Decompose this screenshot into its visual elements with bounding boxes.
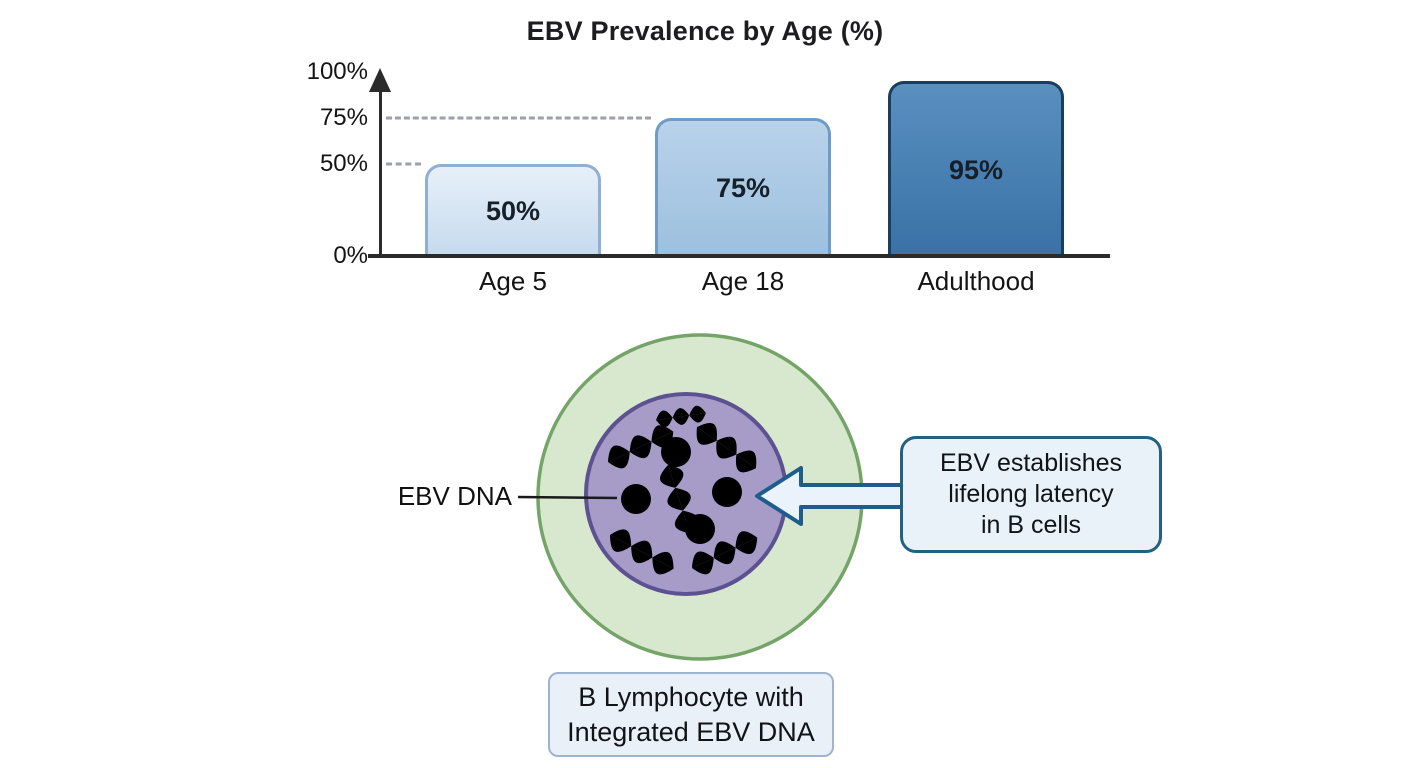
caption-line: Integrated EBV DNA <box>567 716 815 747</box>
y-axis-tick-label: 0% <box>333 242 368 269</box>
x-axis-category-label: Adulthood <box>917 266 1035 296</box>
ebv-episome-icon <box>621 484 651 514</box>
chart-title: EBV Prevalence by Age (%) <box>526 16 884 46</box>
y-axis-tick-label: 75% <box>319 104 368 131</box>
callout-line: in B cells <box>980 511 1082 539</box>
bar-adulthood: 95% <box>888 81 1064 256</box>
y-axis-tick-label: 50% <box>319 150 368 177</box>
bar-value-label: 75% <box>715 173 771 203</box>
bar-value-label: 95% <box>948 154 1004 185</box>
ebv-dna-label: EBV DNA <box>397 481 512 511</box>
latency-callout-box: EBV establishes lifelong latency in B ce… <box>900 436 1162 553</box>
x-axis-category-label: Age 5 <box>479 266 547 296</box>
dashed-gridline <box>386 116 651 120</box>
dashed-gridline <box>386 162 421 166</box>
ebv-episome-icon <box>685 514 715 544</box>
ebv-episome-icon <box>661 437 691 467</box>
callout-line: EBV establishes <box>939 449 1123 477</box>
bar-value-label: 50% <box>485 196 541 226</box>
x-axis-category-label: Age 18 <box>701 266 785 296</box>
y-axis-line <box>379 82 382 258</box>
y-axis-tick-label: 100% <box>306 58 368 85</box>
caption-line: B Lymphocyte with <box>578 681 804 712</box>
callout-line: lifelong latency <box>948 480 1114 508</box>
x-axis-line <box>368 254 1110 258</box>
bar-age-5: 50% <box>425 164 601 256</box>
ebv-dna-pointer-line <box>517 495 618 500</box>
y-axis-arrowhead-icon <box>369 68 391 92</box>
bar-age-18: 75% <box>655 118 831 256</box>
ebv-episome-icon <box>712 477 742 507</box>
cell-caption-box: B Lymphocyte with Integrated EBV DNA <box>548 672 834 757</box>
